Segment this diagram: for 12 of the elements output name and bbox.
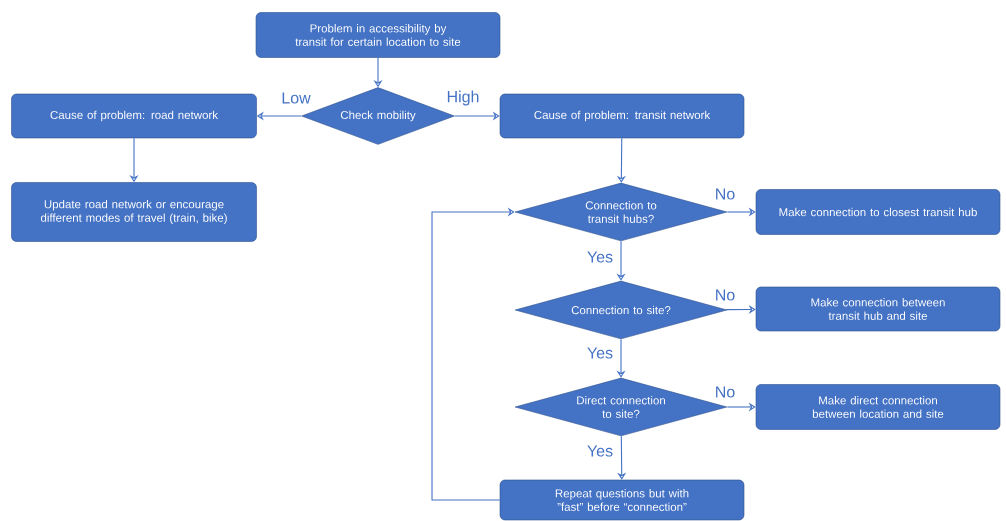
process-box: Update road network or encourage different modes of travel (train, bike) <box>11 182 257 242</box>
edge-label: Yes <box>587 251 613 263</box>
process-box: Make connection to closest transit hub <box>755 189 1001 235</box>
process-box: Make connection between transit hub and site <box>755 286 1001 332</box>
edge-label: Yes <box>587 347 613 359</box>
process-box: Cause of problem: transit network <box>499 93 745 139</box>
arrow <box>431 207 515 501</box>
process-box: Cause of problem: road network <box>11 93 257 139</box>
process-box: Repeat questions but with ”fast” before “connection” <box>499 479 745 521</box>
process-box: Problem in accessibility by transit for certain location to site <box>255 12 501 58</box>
process-box: Make direct connection between location and site <box>755 384 1001 430</box>
edge-label: Yes <box>587 445 613 457</box>
